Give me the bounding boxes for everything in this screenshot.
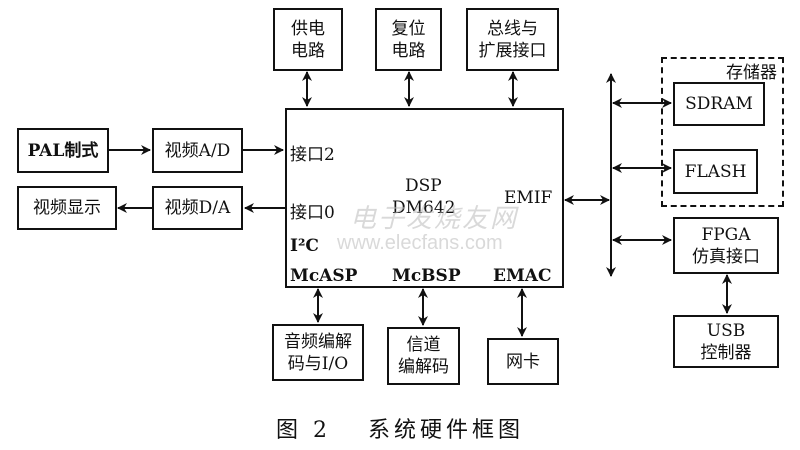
- dsp-port2-label: 接口2: [290, 145, 335, 165]
- usb-label-2: 控制器: [700, 342, 752, 363]
- network-card-label: 网卡: [506, 351, 540, 372]
- sdram-label: SDRAM: [685, 94, 753, 114]
- sdram-box: SDRAM: [673, 82, 765, 126]
- pal-format-label: PAL制式: [27, 140, 99, 161]
- dsp-title-label: DSP: [405, 176, 442, 196]
- fpga-label-1: FPGA: [701, 224, 751, 245]
- fpga-label-2: 仿真接口: [692, 246, 760, 267]
- flash-label: FLASH: [684, 161, 747, 182]
- dsp-i2c-label: I²C: [290, 236, 319, 256]
- channel-codec-label-2: 编解码: [398, 357, 449, 377]
- bus-expansion-label-1: 总线与: [487, 18, 538, 39]
- memory-group-label: 存储器: [726, 63, 777, 83]
- video-dac-label: 视频D/A: [164, 198, 231, 218]
- audio-codec-label-2: 码与I/O: [287, 353, 349, 374]
- flash-box: FLASH: [673, 149, 758, 194]
- dsp-port0-label: 接口0: [290, 203, 335, 223]
- fpga-emulation-box: FPGA 仿真接口: [673, 217, 779, 274]
- usb-label-1: USB: [706, 320, 746, 341]
- dsp-emac-label: EMAC: [493, 266, 552, 286]
- memory-group-box: [661, 57, 784, 207]
- video-display-box: 视频显示: [17, 186, 117, 230]
- dsp-dm642-box: [285, 108, 564, 288]
- watermark-cn: 电子发烧友网: [350, 203, 519, 233]
- network-card-box: 网卡: [487, 338, 559, 385]
- video-display-label: 视频显示: [33, 198, 101, 218]
- bus-expansion-label-2: 扩展接口: [478, 40, 547, 61]
- pal-format-box: PAL制式: [17, 128, 109, 173]
- dsp-mcbsp-label: McBSP: [392, 266, 461, 286]
- power-circuit-label-2: 电路: [291, 40, 325, 61]
- dsp-emif-label: EMIF: [504, 188, 553, 208]
- video-adc-box: 视频A/D: [152, 128, 243, 173]
- power-circuit-box: 供电 电路: [273, 8, 343, 71]
- reset-circuit-label-1: 复位: [391, 18, 426, 39]
- bus-expansion-box: 总线与 扩展接口: [466, 8, 559, 71]
- channel-codec-box: 信道 编解码: [387, 327, 460, 385]
- audio-codec-label-1: 音频编解: [284, 331, 352, 352]
- audio-codec-box: 音频编解 码与I/O: [272, 324, 364, 381]
- watermark-url: www.elecfans.com: [337, 232, 503, 254]
- reset-circuit-box: 复位 电路: [375, 8, 442, 71]
- dsp-model-label: DM642: [392, 198, 456, 218]
- dsp-mcasp-label: McASP: [290, 266, 358, 286]
- channel-codec-label-1: 信道: [406, 335, 441, 355]
- video-adc-label: 视频A/D: [164, 140, 231, 161]
- video-dac-box: 视频D/A: [152, 186, 243, 230]
- reset-circuit-label-2: 电路: [391, 40, 426, 61]
- power-circuit-label-1: 供电: [291, 18, 325, 39]
- usb-controller-box: USB 控制器: [673, 315, 779, 368]
- figure-caption: 图 2 系统硬件框图: [276, 418, 524, 443]
